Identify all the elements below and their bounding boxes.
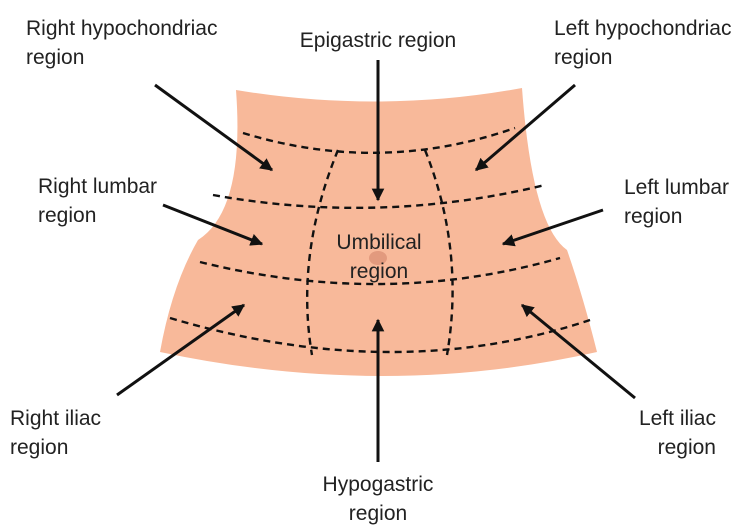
label-umbilical-line1: Umbilical — [318, 228, 440, 257]
label-left-hypochondriac: Left hypochondriac region — [554, 14, 731, 72]
label-left-iliac-line1: Left iliac — [630, 404, 716, 433]
label-hypogastric: Hypogastric region — [308, 470, 448, 528]
label-right-lumbar-line2: region — [38, 201, 157, 230]
label-left-hypochondriac-line1: Left hypochondriac — [554, 14, 731, 43]
label-umbilical: Umbilical region — [318, 228, 440, 286]
label-left-iliac-line2: region — [630, 433, 716, 462]
label-right-hypochondriac: Right hypochondriac region — [26, 14, 217, 72]
label-left-lumbar-line1: Left lumbar — [624, 173, 729, 202]
label-umbilical-line2: region — [318, 257, 440, 286]
label-left-lumbar-line2: region — [624, 202, 729, 231]
label-right-iliac-line2: region — [10, 433, 101, 462]
label-right-iliac-line1: Right iliac — [10, 404, 101, 433]
label-right-lumbar-line1: Right lumbar — [38, 172, 157, 201]
label-left-lumbar: Left lumbar region — [624, 173, 729, 231]
label-left-hypochondriac-line2: region — [554, 43, 731, 72]
label-right-hypochondriac-line2: region — [26, 43, 217, 72]
label-epigastric: Epigastric region — [290, 26, 466, 55]
label-right-iliac: Right iliac region — [10, 404, 101, 462]
label-epigastric-line1: Epigastric region — [290, 26, 466, 55]
label-left-iliac: Left iliac region — [630, 404, 716, 462]
label-right-lumbar: Right lumbar region — [38, 172, 157, 230]
label-right-hypochondriac-line1: Right hypochondriac — [26, 14, 217, 43]
label-hypogastric-line1: Hypogastric — [308, 470, 448, 499]
label-hypogastric-line2: region — [308, 499, 448, 528]
